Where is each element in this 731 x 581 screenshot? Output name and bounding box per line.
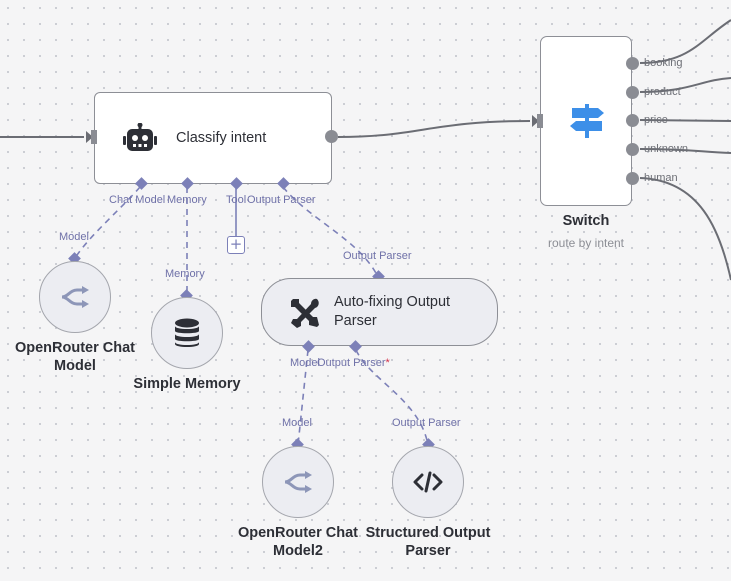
switch-output-label-human: human: [644, 172, 678, 184]
edge-switch-product: [639, 77, 731, 93]
classify-output-parser-label: Output Parser: [247, 194, 316, 206]
classify-tool-label: Tool: [226, 194, 247, 206]
autofix-model-label: Model: [290, 357, 320, 369]
simple-memory-port-label: Memory: [165, 268, 205, 280]
openrouter-icon: [61, 286, 89, 308]
plus-icon: +: [229, 235, 243, 253]
classify-input-port[interactable]: [91, 130, 97, 144]
structured-caption-line2: Parser: [405, 543, 451, 559]
openrouter-chat-model2-node[interactable]: [262, 446, 334, 518]
edge-switch-booking: [639, 19, 731, 64]
simple-memory-node[interactable]: [151, 297, 223, 369]
switch-output-price[interactable]: [626, 114, 639, 127]
switch-output-label-booking: booking: [644, 57, 683, 69]
openrouter-chat-model-node[interactable]: [39, 261, 111, 333]
structured-output-parser-node[interactable]: [392, 446, 464, 518]
autofix-title-line2: Parser: [334, 313, 377, 329]
required-mark: *: [385, 357, 390, 369]
switch-input-port[interactable]: [537, 114, 543, 128]
edge-switch-human: [639, 177, 731, 281]
signpost-icon: [570, 104, 604, 138]
switch-node[interactable]: [540, 36, 632, 206]
openrouter-icon: [284, 471, 312, 493]
openrouter1-caption-line1: OpenRouter Chat: [14, 340, 136, 356]
autofix-title-line1: Auto-fixing Output: [334, 294, 451, 310]
switch-subtitle: route by intent: [547, 236, 625, 250]
edge-outputparser-to-autofix: [282, 186, 379, 278]
switch-output-booking[interactable]: [626, 57, 639, 70]
openrouter1-port-label: Model: [59, 231, 89, 243]
switch-title: Switch: [562, 213, 610, 229]
switch-output-human[interactable]: [626, 172, 639, 185]
database-icon: [175, 318, 199, 347]
openrouter2-caption-line2: Model2: [273, 543, 323, 559]
edge-switch-unknown: [639, 148, 731, 154]
classify-intent-node[interactable]: Classify intent: [94, 92, 332, 184]
arrow-switch-in: [532, 115, 539, 127]
edge-chatmodel-to-openrouter1: [74, 186, 141, 259]
edge-autofix-parser-to-structured: [355, 349, 429, 446]
structured-caption-line1: Structured Output: [365, 525, 491, 541]
switch-output-label-price: price: [644, 114, 668, 126]
classify-chat-model-label: Chat Model: [109, 194, 166, 206]
tools-icon: [291, 298, 319, 328]
autofix-output-parser-label: Output Parser*: [317, 357, 390, 369]
switch-output-product[interactable]: [626, 86, 639, 99]
code-icon: [413, 471, 443, 493]
arrow-classify-in: [86, 131, 93, 143]
autofix-output-parser-text: Output Parser: [317, 357, 386, 369]
structured-port-label: Output Parser: [392, 417, 461, 429]
edge-classify-to-switch: [337, 120, 531, 138]
classify-memory-label: Memory: [167, 194, 207, 206]
openrouter2-caption-line1: OpenRouter Chat: [237, 525, 359, 541]
openrouter2-port-label: Model: [282, 417, 312, 429]
edge-switch-price: [639, 119, 731, 122]
openrouter1-caption-line2: Model: [54, 358, 96, 374]
switch-output-label-unknown: unknown: [644, 143, 689, 155]
switch-output-unknown[interactable]: [626, 143, 639, 156]
robot-icon: [123, 123, 157, 151]
switch-output-label-product: product: [644, 86, 681, 98]
edge-autofix-model-to-openrouter2: [297, 349, 309, 446]
simple-memory-caption: Simple Memory: [133, 376, 241, 392]
autofix-output-parser-node[interactable]: Auto-fixing Output Parser: [261, 278, 498, 346]
autofix-input-label: Output Parser: [343, 250, 412, 262]
add-tool-button[interactable]: +: [227, 236, 245, 254]
classify-intent-title: Classify intent: [176, 130, 267, 146]
classify-output-port[interactable]: [325, 130, 338, 143]
